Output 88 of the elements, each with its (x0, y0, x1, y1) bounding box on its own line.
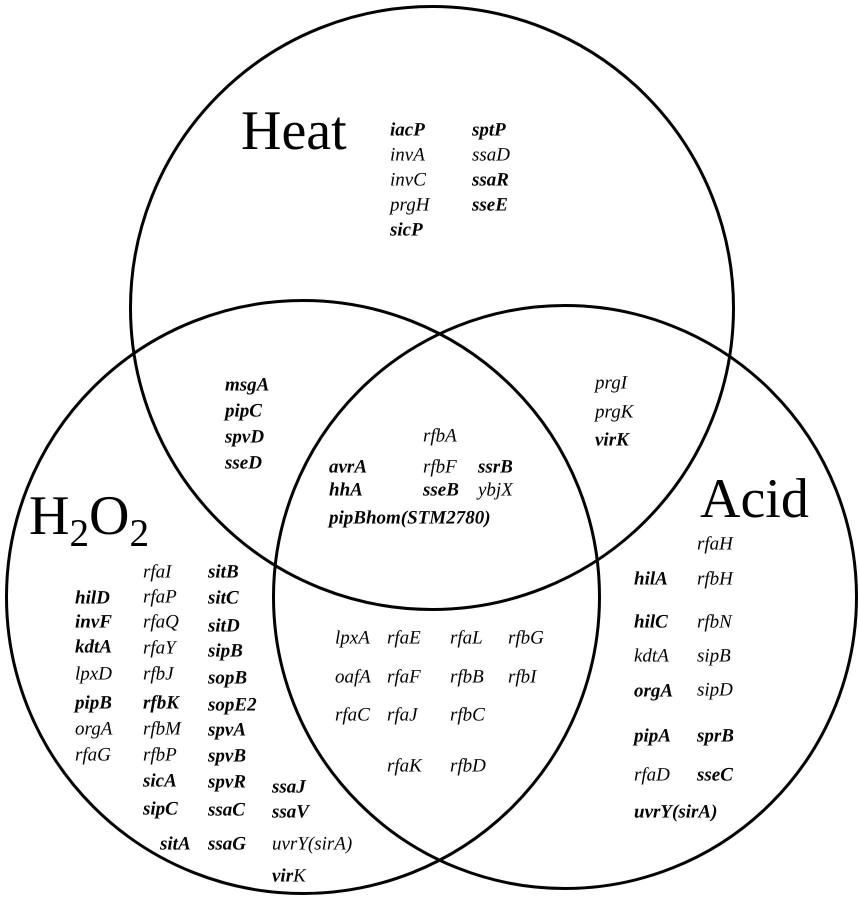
gene-label: sitA (160, 834, 191, 854)
gene-label: sprB (697, 726, 734, 746)
gene-label: ssaR (472, 170, 509, 190)
gene-label: rfaY (143, 638, 176, 658)
gene-label: ssaG (208, 834, 246, 854)
gene-label: rfaQ (143, 612, 179, 632)
gene-label: kdtA (75, 638, 112, 656)
set-title: Heat (241, 103, 347, 159)
set-circle (272, 304, 858, 890)
gene-label: rfbP (143, 746, 177, 764)
gene-label: sitD (208, 616, 240, 636)
gene-label: sitB (208, 562, 239, 582)
gene-label: hilA (634, 570, 668, 588)
gene-label: rfbH (697, 570, 733, 588)
gene-label: kdtA (634, 646, 669, 666)
gene-label: hilC (634, 612, 668, 632)
gene-label: sipB (208, 642, 243, 660)
gene-label: orgA (634, 682, 674, 700)
gene-label: ssaD (472, 146, 510, 164)
gene-label: rfbI (508, 668, 536, 686)
gene-label: rfaH (697, 534, 733, 554)
gene-label: spvD (225, 428, 264, 446)
gene-label: sopB (208, 668, 248, 688)
gene-label: pipC (225, 402, 262, 420)
gene-label: sitC (208, 588, 239, 608)
gene-label: rfbC (450, 706, 485, 724)
gene-label: rfaD (634, 766, 670, 784)
gene-label: rfbF (423, 458, 457, 476)
gene-label: sipC (143, 800, 178, 818)
gene-label: sseB (423, 480, 459, 500)
gene-label: hilD (75, 588, 110, 608)
gene-label: sipB (697, 646, 731, 666)
gene-label: sseE (472, 196, 508, 214)
gene-label: sseC (697, 766, 733, 784)
gene-label: rfbM (143, 720, 181, 738)
gene-label: rfaG (75, 746, 111, 764)
gene-label: rfaP (143, 588, 177, 606)
gene-label: spvB (208, 746, 246, 766)
gene-label: rfaJ (387, 706, 418, 724)
gene-label: prgK (595, 402, 634, 422)
gene-label: prgI (595, 374, 628, 392)
gene-label: rfbG (508, 628, 544, 648)
gene-label: rfbJ (143, 664, 174, 684)
gene-label: rfbB (450, 668, 484, 686)
gene-label: ssaV (272, 802, 309, 822)
gene-label: orgA (75, 720, 112, 738)
gene-label: rfaI (143, 562, 172, 582)
gene-label: uvrY(sirA) (634, 802, 718, 822)
gene-label: ybjX (478, 480, 513, 500)
gene-label: hhA (329, 480, 363, 500)
gene-label: oafA (335, 668, 371, 686)
gene-label: virK (595, 430, 629, 450)
gene-label: pipBhom(STM2780) (329, 508, 491, 528)
gene-label: invA (390, 146, 425, 164)
gene-label: prgH (390, 196, 430, 214)
gene-label: lpxA (335, 628, 370, 648)
gene-label: rfaC (335, 706, 370, 724)
gene-label: uvrY(sirA) (272, 834, 352, 854)
set-title: Acid (700, 471, 809, 527)
gene-label: rfaL (450, 628, 483, 648)
gene-label: sipD (697, 680, 733, 700)
gene-label: rfbN (697, 612, 732, 632)
gene-label: rfaF (387, 668, 421, 686)
gene-label: ssaC (208, 800, 245, 820)
gene-label: sopE2 (208, 696, 257, 714)
gene-label: spvR (208, 772, 246, 792)
gene-label: rfbD (450, 756, 486, 776)
gene-label: virK (272, 866, 306, 886)
gene-label: ssaJ (272, 778, 306, 796)
gene-label: rfaE (387, 628, 421, 648)
gene-label: sseD (225, 454, 262, 472)
gene-label: lpxD (75, 664, 112, 684)
gene-label: rfbK (143, 694, 179, 712)
gene-label: invC (390, 170, 426, 190)
gene-label: spvA (208, 720, 246, 740)
gene-label: iacP (390, 120, 425, 140)
gene-label: pipB (75, 694, 112, 712)
gene-label: sicP (390, 220, 423, 240)
gene-label: msgA (225, 376, 270, 394)
gene-label: rfbA (423, 426, 457, 446)
set-title: H$_{2}$O$_{2}$ (29, 488, 150, 544)
gene-label: invF (75, 612, 112, 632)
gene-label: pipA (634, 726, 671, 746)
gene-label: ssrB (478, 458, 513, 476)
gene-label: sptP (472, 120, 506, 140)
gene-label: sicA (143, 772, 177, 790)
gene-label: avrA (329, 458, 367, 476)
gene-label: rfaK (387, 756, 422, 776)
